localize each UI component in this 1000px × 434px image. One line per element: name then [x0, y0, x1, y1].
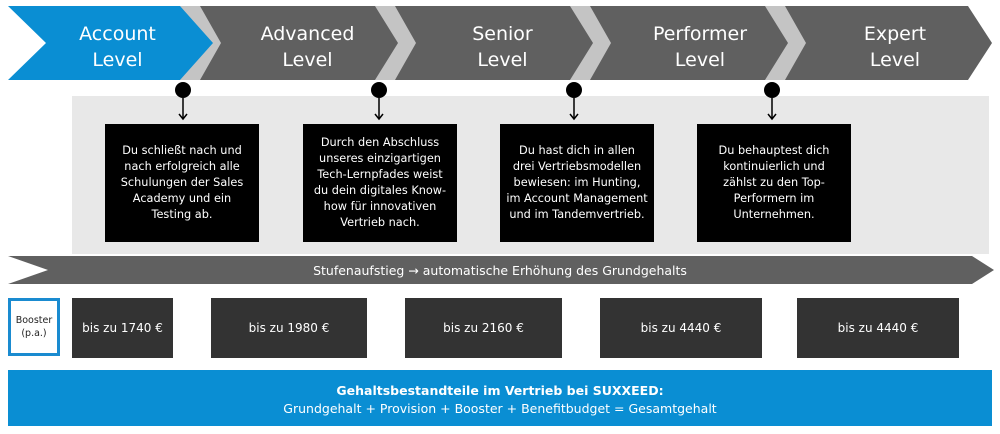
chevron-performer	[590, 6, 788, 80]
level-label-performer: Performer Level	[652, 23, 748, 71]
chevron-expert	[785, 6, 992, 80]
booster-advanced: bis zu 1980 €	[211, 298, 367, 358]
description-advanced: Durch den Abschluss unseres einzigartige…	[303, 124, 457, 242]
booster-account: bis zu 1740 €	[72, 298, 173, 358]
description-account: Du schließt nach und nach erfolgreich al…	[105, 124, 259, 242]
level-label-senior: Senior Level	[472, 23, 533, 71]
footer-formula: Grundgehalt + Provision + Booster + Bene…	[283, 401, 717, 416]
progression-arrow	[8, 256, 994, 284]
pin-icon	[371, 82, 387, 121]
booster-performer: bis zu 4440 €	[600, 298, 762, 358]
description-senior: Du hast dich in allen drei Vertriebsmode…	[500, 124, 654, 242]
booster-expert: bis zu 4440 €	[797, 298, 959, 358]
level-label-account: Account Level	[79, 23, 156, 71]
pin-icon	[764, 82, 780, 121]
pin-icon	[566, 82, 582, 121]
level-chevrons	[8, 6, 992, 80]
progression-label: Stufenaufstieg → automatische Erhöhung d…	[313, 262, 687, 278]
booster-senior: bis zu 2160 €	[405, 298, 562, 358]
footer-title: Gehaltsbestandteile im Vertrieb bei SUXX…	[336, 383, 664, 398]
chevron-advanced	[200, 6, 398, 80]
level-label-expert: Expert Level	[863, 23, 927, 71]
salary-components-footer: Gehaltsbestandteile im Vertrieb bei SUXX…	[8, 370, 992, 426]
chevron-senior	[395, 6, 593, 80]
description-performer: Du behauptest dich kontinuierlich und zä…	[697, 124, 851, 242]
level-label-advanced: Advanced Level	[260, 23, 355, 71]
booster-label: Booster (p.a.)	[8, 298, 60, 356]
chevron-account	[8, 6, 213, 80]
pin-icon	[175, 82, 191, 121]
